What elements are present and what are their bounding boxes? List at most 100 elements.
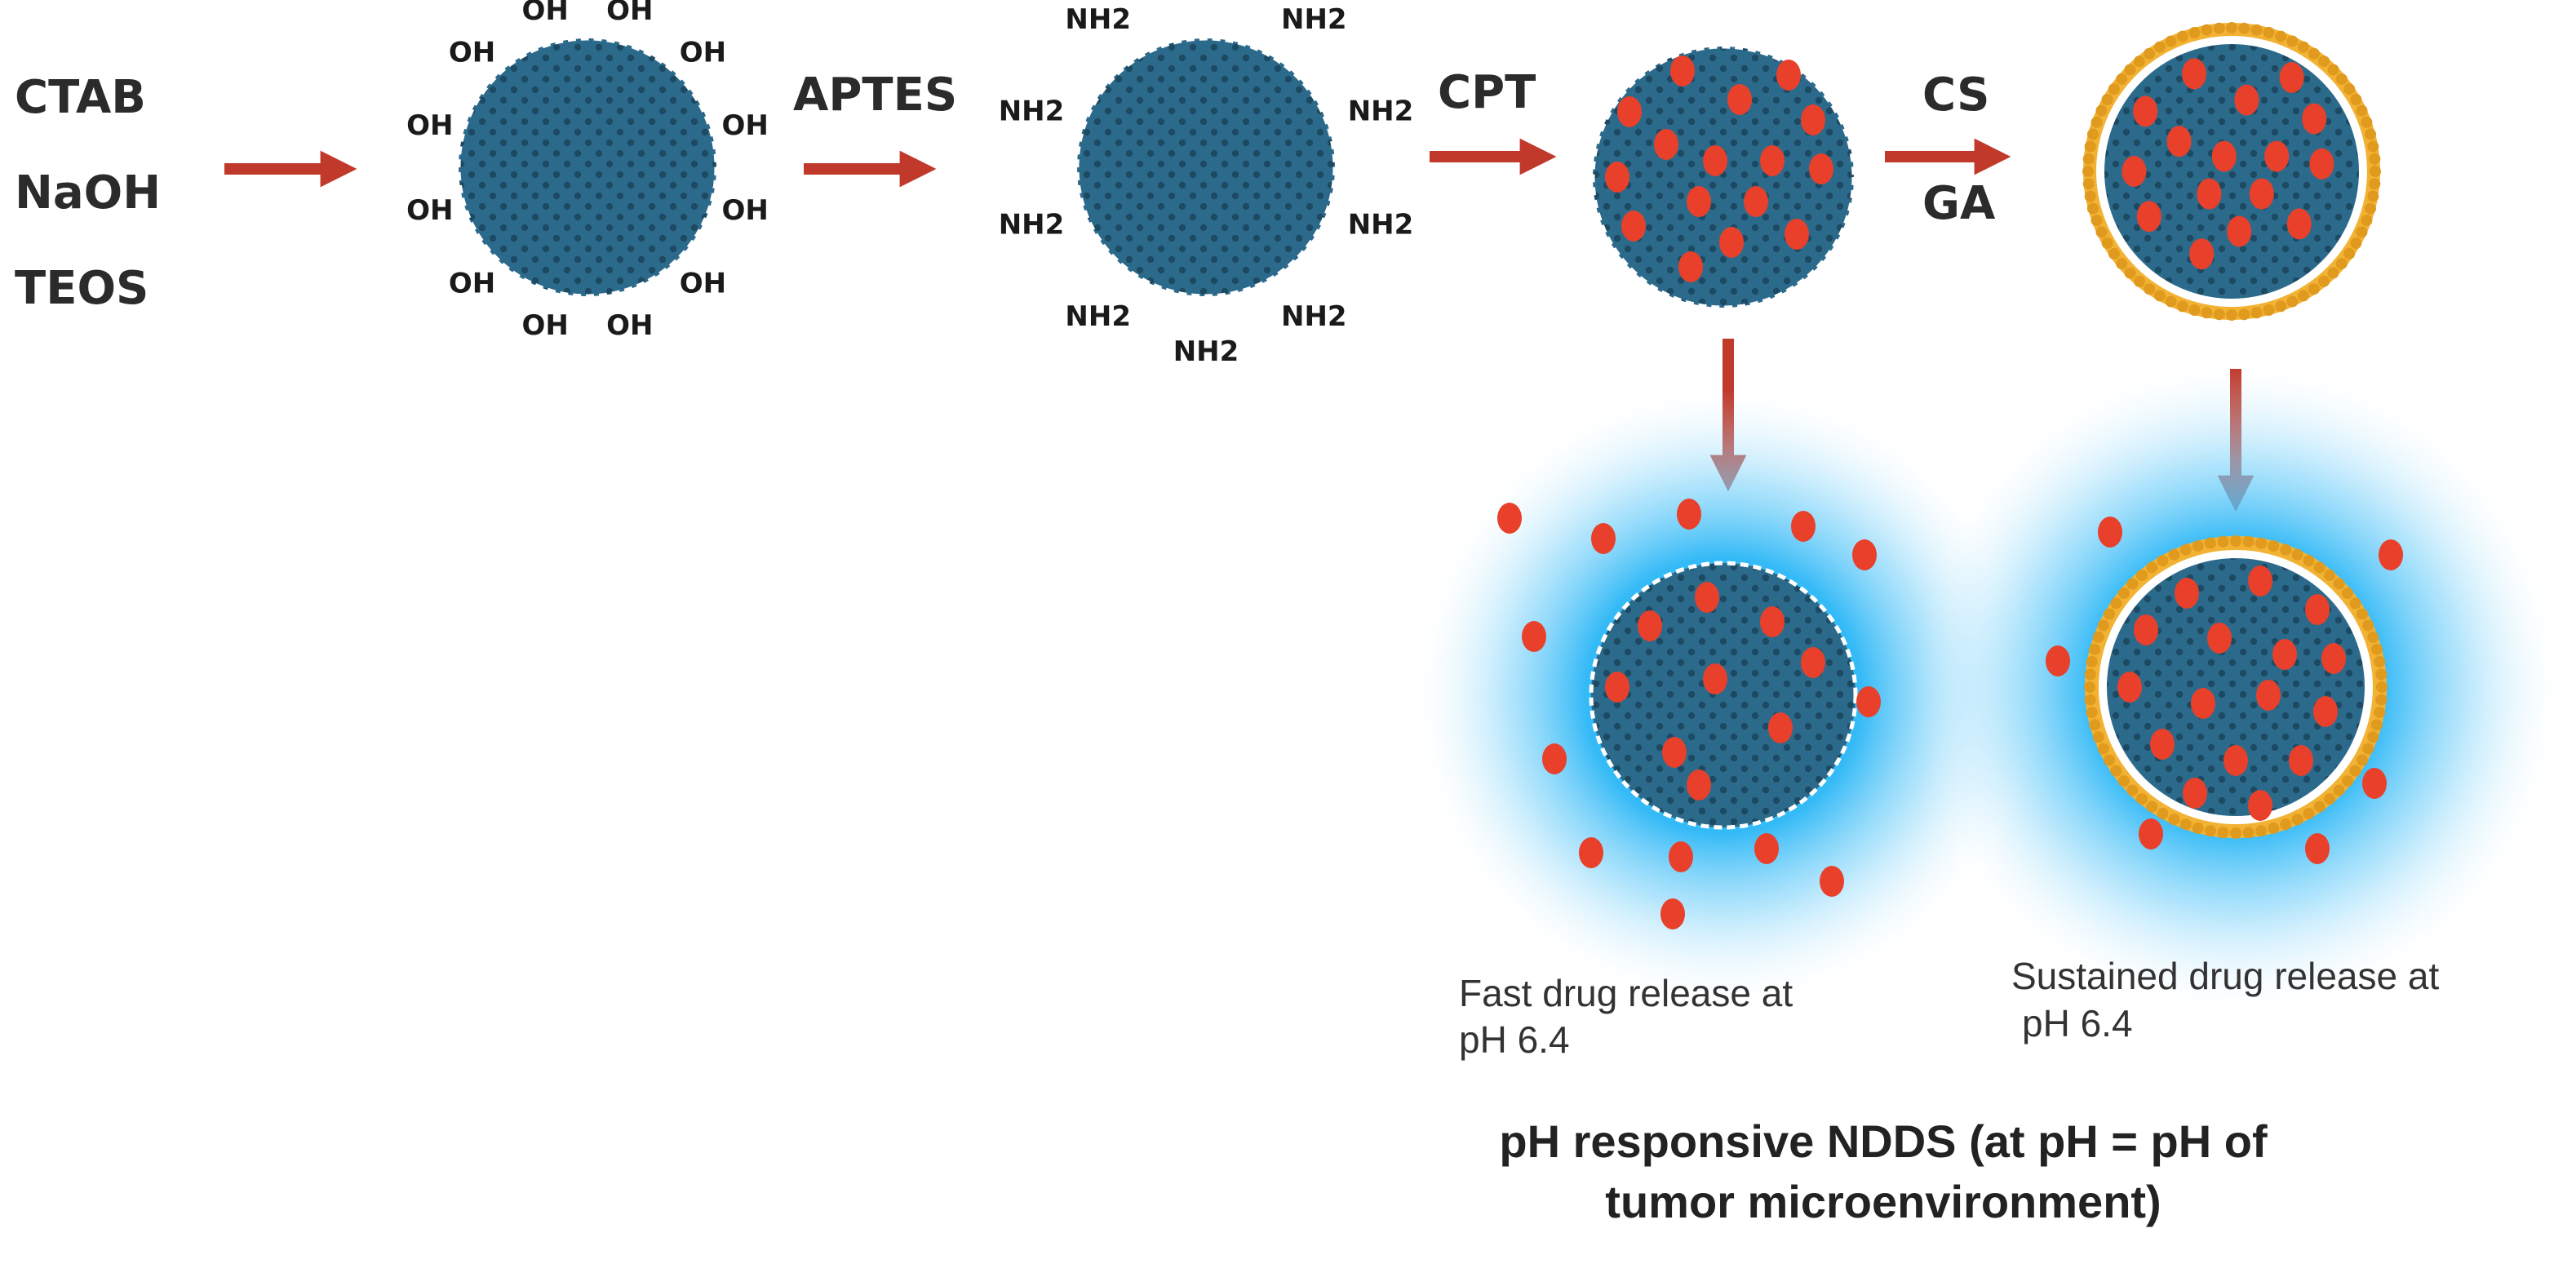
coating-bead [2108,247,2120,259]
coating-bead [2217,535,2229,548]
coating-bead [2104,754,2115,766]
drug-molecule [2227,215,2252,247]
hydroxyl-label: OH [606,0,653,27]
coating-bead [2313,561,2325,574]
coating-bead [2091,116,2103,128]
drug-molecule [1579,837,1603,868]
drug-molecule [1654,129,1678,160]
drug-molecule [1695,582,1719,613]
drug-molecule [1677,499,1701,530]
drug-molecule [2150,729,2175,760]
drug-molecule [1522,621,1546,652]
coating-bead [2357,754,2368,766]
drug-molecule [2272,639,2297,670]
hydroxyl-label: OH [680,267,726,299]
coating-bead [2204,537,2216,549]
drug-molecule [1621,211,1646,242]
coating-bead [2092,731,2104,743]
coating-bead [2268,540,2280,552]
coating-bead [2082,166,2094,177]
coating-bead [2238,308,2250,321]
drug-molecule [1754,833,1779,864]
coating-bead [2298,290,2309,302]
hydroxyl-label: OH [522,309,569,342]
drug-molecule [1776,60,1801,91]
drug-molecule [2098,517,2122,548]
drug-molecule [1670,55,1695,86]
coating-bead [2230,827,2241,839]
drug-molecule [2182,58,2206,90]
coating-bead [2087,202,2099,215]
drug-molecules-inside [2117,566,2346,821]
coating-bead [2097,743,2109,755]
coating-bead [2084,190,2096,202]
coating-beads [2082,22,2381,321]
coating-bead [2144,47,2156,60]
coating-bead [2356,226,2368,238]
coating-bead [2168,548,2180,561]
coating-bead [2133,275,2145,287]
coating-bead [2291,814,2303,826]
coating-bead [2226,309,2237,321]
hydroxyl-label: OH [406,194,453,227]
drug-molecule [2139,818,2163,849]
coating-bead [2230,535,2241,547]
coating-bead [2349,765,2361,777]
coating-bead [2308,47,2320,60]
coating-bead [2350,237,2362,249]
coating-bead [2082,153,2095,165]
hydroxyl-label: OH [449,37,495,69]
drug-molecule [1662,737,1687,768]
reagent-aptes: APTES [793,69,957,122]
coating-bead [2086,655,2098,668]
amine-label: NH2 [999,95,1065,128]
coating-bead [2250,307,2263,319]
release-fast [1417,389,2029,1001]
drug-molecule [2289,745,2313,776]
drug-molecule [2305,594,2330,625]
amine-label: NH2 [1281,300,1347,333]
coating-bead [2367,731,2379,743]
coating-bead [2101,94,2113,105]
reagent-ctab: CTAB [15,71,146,124]
coating-bead [2179,543,2192,556]
drug-molecule [2379,539,2403,570]
drug-molecule [2191,688,2215,719]
drug-molecule [2313,696,2338,727]
amine-label: NH2 [1173,0,1239,1]
coating-bead [2291,548,2303,561]
coating-bead [2188,304,2201,316]
coating-bead [2091,215,2103,227]
coating-bead [2268,822,2280,834]
coating-bead [2376,681,2388,693]
coating-bead [2165,295,2177,308]
coating-bead [2275,300,2287,313]
coating-bead [2117,775,2130,787]
coating-bead [2144,283,2156,295]
drug-molecule [1727,84,1752,115]
coating-bead [2362,743,2374,755]
drug-molecule [1820,866,1844,897]
coating-bead [2263,27,2275,38]
coating-bead [2365,128,2376,140]
coating-bead [2308,283,2320,295]
amine-label: NH2 [1348,95,1414,128]
particle-coated [2082,22,2381,321]
drug-molecule [2302,103,2327,135]
coating-bead [2146,561,2158,574]
drug-molecule [1669,841,1693,872]
drug-molecule [1638,610,1662,641]
drug-molecule [1801,647,1825,678]
coating-bead [2117,587,2130,599]
coating-bead [2280,543,2292,556]
drug-molecule [2197,178,2222,210]
coating-bead [2157,555,2169,566]
coating-bead [2084,694,2096,706]
drug-molecule [1703,145,1727,176]
caption-sustained-line2: pH 6.4 [2022,1002,2133,1045]
drug-molecule [2183,778,2207,809]
hydroxyl-label: OH [406,109,453,142]
drug-molecule [1617,96,1642,127]
drug-molecule [2248,566,2272,597]
drug-molecule [1760,145,1785,176]
